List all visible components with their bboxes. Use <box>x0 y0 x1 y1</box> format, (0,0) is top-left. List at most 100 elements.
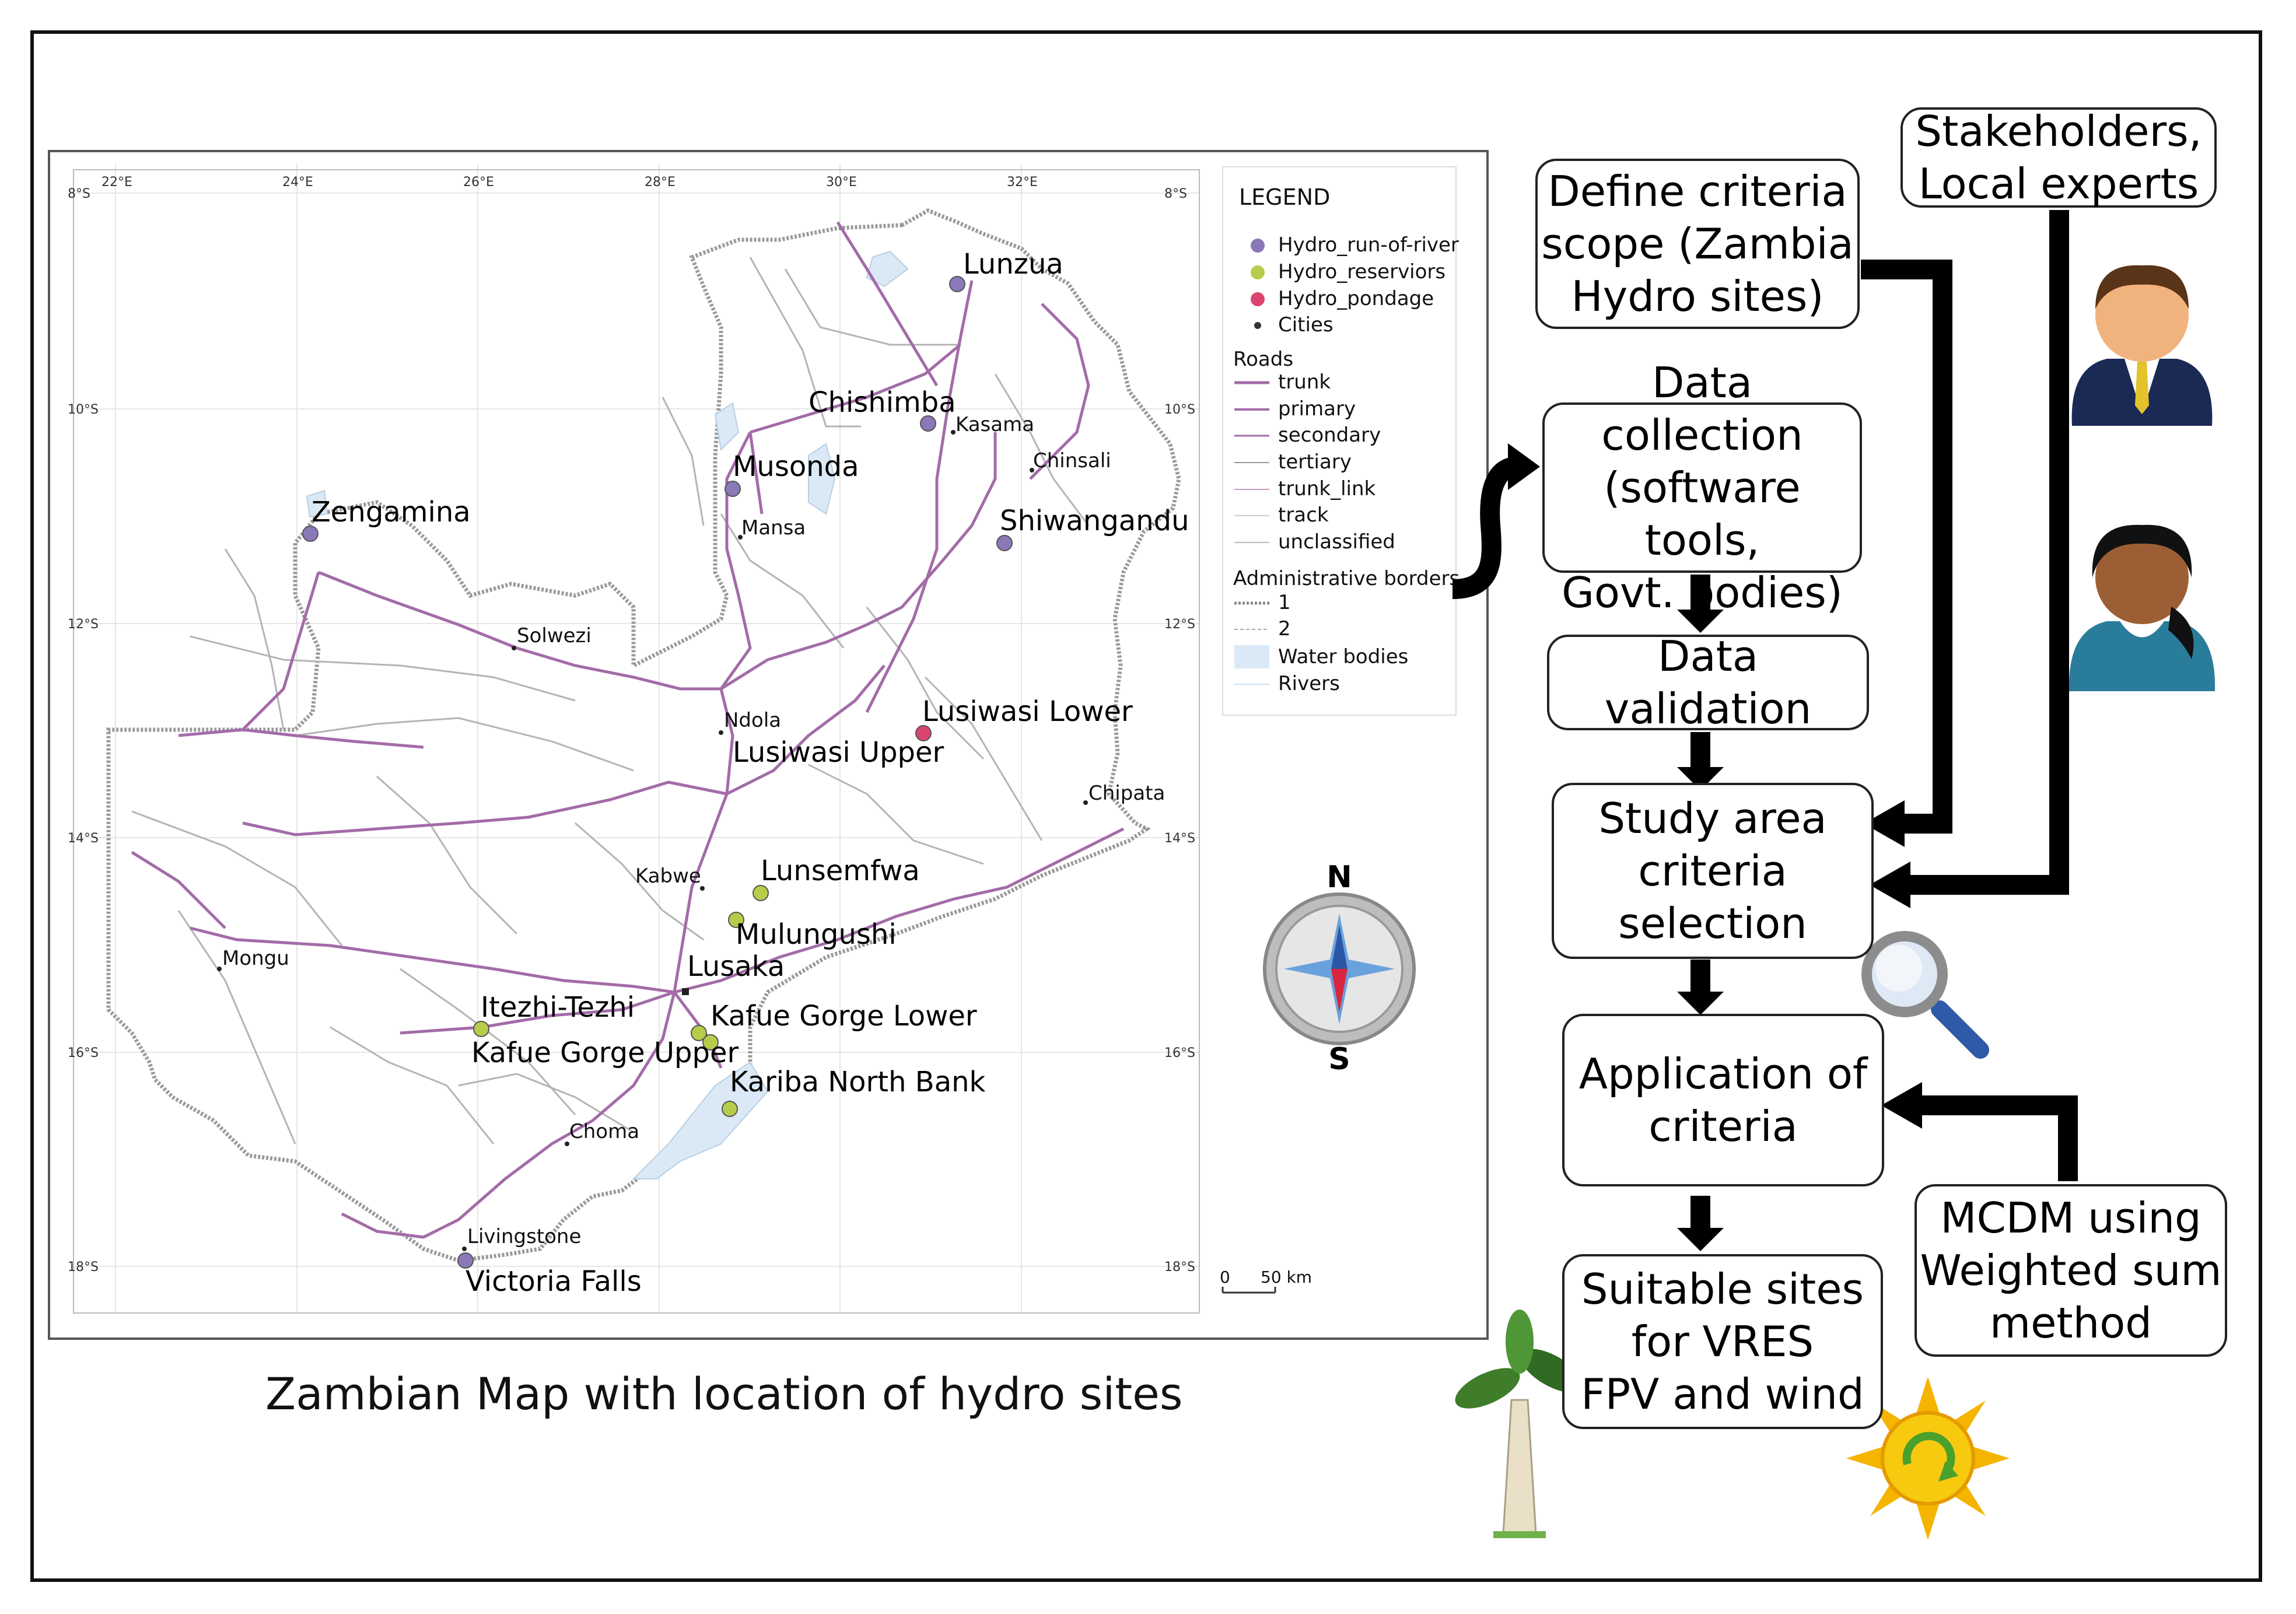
application-of-criteria-box: Application of criteria <box>1562 1014 1884 1186</box>
study-area-selection-box: Study area criteria selection <box>1552 783 1874 959</box>
lat-ticks-right: 8°S 10°S 12°S 14°S 16°S 18°S <box>1164 187 1195 1275</box>
site-marker <box>915 725 932 741</box>
site-marker <box>691 1025 707 1041</box>
site-label: Lunsemfwa <box>761 855 920 887</box>
legend-swatch <box>1251 239 1265 253</box>
lat-tick: 14°S <box>1164 831 1195 846</box>
compass-south: S <box>1328 1042 1350 1077</box>
stakeholders-box: Stakeholders, Local experts <box>1901 107 2217 208</box>
figure-frame <box>30 30 2262 1582</box>
lat-tick: 10°S <box>68 402 99 417</box>
legend-section: Administrative borders <box>1233 567 1460 590</box>
scale-bar: 0 50 km <box>1220 1268 1312 1294</box>
city-label: Livingstone <box>467 1225 581 1248</box>
site-label: Kafue Gorge Upper <box>471 1037 738 1069</box>
define-criteria-box: Define criteria scope (Zambia Hydro site… <box>1535 159 1860 329</box>
site-marker <box>728 912 744 928</box>
site-label: Lunzua <box>963 248 1063 281</box>
site-marker <box>473 1021 489 1037</box>
city-label: Chipata <box>1088 782 1165 805</box>
legend-item: trunk_link <box>1278 477 1376 500</box>
legend-item: track <box>1278 503 1329 527</box>
water-bodies <box>306 250 909 1179</box>
legend-title: LEGEND <box>1239 184 1330 210</box>
map-legend: LEGEND Hydro_run-of-river Hydro_reservio… <box>1222 166 1460 716</box>
lon-tick: 22°E <box>102 175 132 190</box>
city-label: Kasama <box>956 413 1034 436</box>
suitable-sites-box: Suitable sites for VRES FPV and wind <box>1562 1254 1883 1429</box>
zambia-map-panel: 22°E 24°E 26°E 28°E 30°E 32°E 8°S 10°S 1… <box>48 150 1489 1340</box>
legend-swatch <box>1251 265 1265 279</box>
lat-tick: 10°S <box>1164 402 1195 417</box>
legend-item: secondary <box>1278 423 1381 447</box>
site-marker <box>722 1101 738 1117</box>
lat-tick: 8°S <box>1164 187 1187 201</box>
svg-text:0: 0 <box>1220 1268 1230 1287</box>
lat-tick: 14°S <box>68 831 99 846</box>
hydro-sites: Lunzua Chishimba Musonda Zengamina Shiwa… <box>302 248 1189 1298</box>
legend-item: Hydro_reserviors <box>1278 260 1446 283</box>
site-marker <box>457 1252 474 1269</box>
map-caption: Zambian Map with location of hydro sites <box>265 1368 1183 1420</box>
site-label: Zengamina <box>312 496 471 528</box>
minor-roads <box>131 257 1090 1144</box>
data-collection-box: Data collection (software tools, Govt. b… <box>1542 358 1862 617</box>
legend-swatch <box>1251 292 1265 306</box>
site-label: Shiwangandu <box>1000 505 1189 537</box>
site-label: Mulungushi <box>736 918 897 951</box>
lat-tick: 12°S <box>68 617 99 632</box>
lon-tick: 28°E <box>645 175 676 190</box>
legend-section: Roads <box>1233 348 1293 371</box>
mcdm-box: MCDM using Weighted sum method <box>1915 1184 2227 1357</box>
site-marker <box>752 885 769 901</box>
cities: Kasama Chinsali Mansa Solwezi Ndola Chip… <box>217 413 1165 1251</box>
city-label: Lusaka <box>687 950 785 983</box>
site-marker <box>996 535 1013 551</box>
legend-item: Hydro_pondage <box>1278 287 1434 310</box>
compass-icon: N S <box>1263 860 1416 1077</box>
site-label: Kariba North Bank <box>730 1066 986 1098</box>
site-label: Lusiwasi Upper <box>733 736 944 769</box>
city-label: Chinsali <box>1033 449 1111 472</box>
graticule <box>74 164 1199 1313</box>
site-label: Itezhi-Tezhi <box>481 991 635 1024</box>
lat-tick: 8°S <box>68 187 90 201</box>
lat-tick: 16°S <box>68 1046 99 1060</box>
lon-tick: 32°E <box>1007 175 1038 190</box>
lon-tick: 26°E <box>463 175 494 190</box>
lat-tick: 16°S <box>1164 1046 1195 1060</box>
legend-item: Cities <box>1278 313 1334 337</box>
zambia-map: 22°E 24°E 26°E 28°E 30°E 32°E 8°S 10°S 1… <box>68 164 1460 1314</box>
site-label: Kafue Gorge Lower <box>710 1000 977 1032</box>
city-label: Mansa <box>741 516 806 540</box>
legend-item: tertiary <box>1278 450 1352 474</box>
site-label: Chishimba <box>808 386 956 419</box>
site-label: Lusiwasi Lower <box>922 695 1133 728</box>
site-marker <box>724 481 741 497</box>
lon-ticks: 22°E 24°E 26°E 28°E 30°E 32°E <box>102 175 1038 190</box>
legend-item: Hydro_run-of-river <box>1278 233 1459 257</box>
lon-tick: 24°E <box>282 175 313 190</box>
site-label: Musonda <box>733 450 859 483</box>
legend-item: Water bodies <box>1278 645 1408 668</box>
legend-item: unclassified <box>1278 530 1395 554</box>
legend-item: trunk <box>1278 370 1331 394</box>
city-label: Mongu <box>222 947 289 970</box>
legend-item: 2 <box>1278 617 1291 640</box>
site-marker <box>949 276 965 292</box>
lat-tick: 18°S <box>1164 1260 1195 1275</box>
city-label: Ndola <box>724 709 781 732</box>
city-label: Solwezi <box>517 624 592 647</box>
lat-ticks-left: 8°S 10°S 12°S 14°S 16°S 18°S <box>68 187 99 1275</box>
city-label: Choma <box>569 1120 639 1143</box>
legend-item: primary <box>1278 397 1356 421</box>
svg-text:50 km: 50 km <box>1261 1268 1312 1287</box>
zambia-border <box>106 208 1181 1263</box>
lat-tick: 12°S <box>1164 617 1195 632</box>
map-inner-border <box>73 169 1200 1314</box>
site-marker <box>302 526 318 542</box>
major-roads <box>131 221 1125 1239</box>
data-validation-box: Data validation <box>1547 632 1869 733</box>
legend-item: Rivers <box>1278 672 1340 695</box>
compass-north: N <box>1326 860 1352 895</box>
